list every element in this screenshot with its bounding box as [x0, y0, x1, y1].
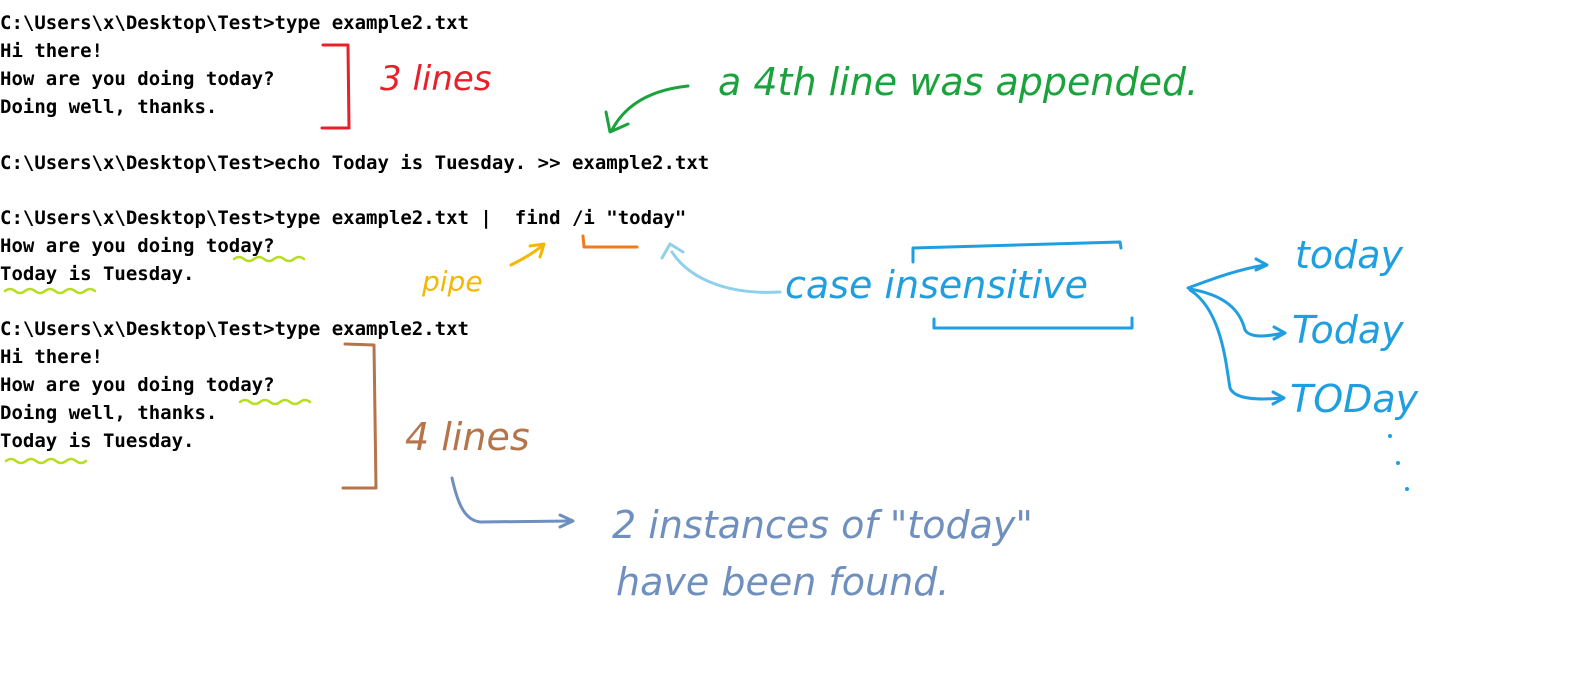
output-line: Doing well, thanks. — [0, 96, 218, 118]
command-line: C:\Users\x\Desktop\Test>type example2.tx… — [0, 318, 469, 340]
output-line: Hi there! — [0, 40, 103, 62]
output-line: How are you doing today? — [0, 374, 275, 396]
output-line: How are you doing today? — [0, 68, 275, 90]
output-line: Today is Tuesday. — [0, 430, 195, 452]
output-line: Today is Tuesday. — [0, 263, 195, 285]
output-line: Doing well, thanks. — [0, 402, 218, 424]
command-line: C:\Users\x\Desktop\Test>type example2.tx… — [0, 12, 469, 34]
command-line: C:\Users\x\Desktop\Test>type example2.tx… — [0, 207, 687, 229]
output-line: Hi there! — [0, 346, 103, 368]
output-line: How are you doing today? — [0, 235, 275, 257]
command-line: C:\Users\x\Desktop\Test>echo Today is Tu… — [0, 152, 710, 174]
